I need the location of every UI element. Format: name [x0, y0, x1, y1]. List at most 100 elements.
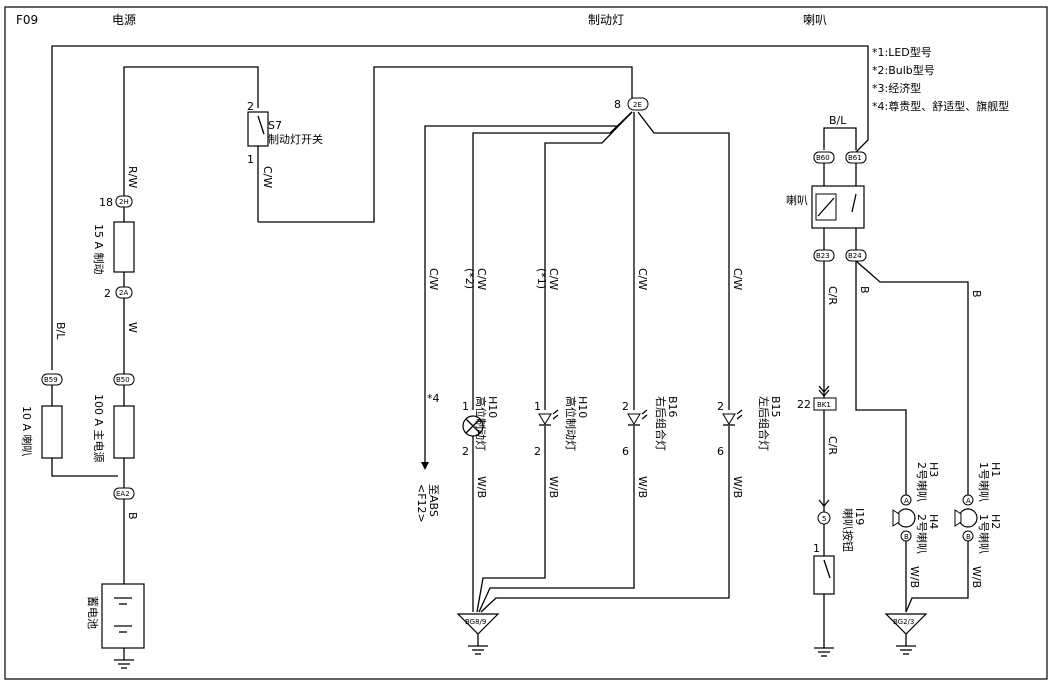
wire-wb-h1 — [905, 541, 969, 613]
i19-id: I19 — [853, 508, 866, 525]
b16-pin-top: 2 — [622, 400, 629, 413]
h10-led-id: H10 — [576, 396, 589, 418]
conn-b23-label: B23 — [816, 252, 830, 260]
h10-led-note: (*1) — [535, 268, 548, 289]
b15-wire: C/W — [731, 268, 744, 290]
h3-id: H3 — [927, 462, 940, 477]
h10-bulb-note: (*2) — [463, 268, 476, 289]
wire-wb-h10-led — [476, 426, 546, 613]
relay-coil-diagonal — [817, 197, 835, 217]
wire-h10-bulb — [472, 111, 633, 410]
conn-b61-label: B61 — [848, 154, 862, 162]
conn-bk1-pin: 22 — [797, 398, 811, 411]
conn-2h-pin: 18 — [99, 196, 113, 209]
ground-bg89-label: BG8/9 — [465, 618, 486, 626]
arrow-down-icon — [818, 499, 830, 508]
wire-cw-switch-out — [258, 66, 633, 223]
arrow-down-icon — [818, 389, 830, 398]
conn-b24-label: B24 — [848, 252, 862, 260]
h3-pin-b-label: B — [904, 533, 909, 541]
abs-note: *4 — [427, 392, 440, 405]
h1-name: 1号喇叭 — [977, 462, 991, 502]
s7-pin-top: 2 — [247, 100, 254, 113]
abs-wire-label: C/W — [427, 268, 440, 290]
ground-icon — [814, 647, 834, 657]
wire-wb-b15 — [480, 426, 730, 613]
note-3: *3:经济型 — [872, 81, 921, 95]
h1-pin-a-label: A — [966, 497, 971, 505]
note-1: *1:LED型号 — [872, 45, 932, 59]
fuse-100a-label: 100 A 主电源 — [92, 394, 106, 463]
h1-pin-b-label: B — [966, 533, 971, 541]
wire-w-label: W — [126, 322, 139, 333]
h3-wire-out: W/B — [908, 566, 921, 588]
h10-led-pin-bottom: 2 — [534, 445, 541, 458]
fuse-15a — [113, 221, 135, 273]
ground-icon — [896, 645, 916, 655]
h2-id: H2 — [989, 514, 1002, 529]
wire-h10-led — [544, 111, 633, 410]
arrow-down-icon — [421, 462, 429, 470]
b15-name: 左后组合灯 — [757, 396, 771, 451]
wire-b15 — [637, 111, 730, 410]
s7-id: S7 — [268, 119, 282, 132]
h10-bulb-id: H10 — [486, 396, 499, 418]
abs-dest-1: 至ABS — [427, 484, 440, 517]
wire-b-horn-1-label: B — [858, 286, 871, 294]
horn-bl-label: B/L — [829, 114, 847, 127]
horn-speaker-icon — [892, 508, 916, 528]
i19-name: 喇叭按钮 — [841, 508, 855, 552]
ground-bg23-label: BG2/3 — [893, 618, 914, 626]
wire-rw — [123, 66, 259, 196]
led-icon — [627, 409, 648, 426]
h10-bulb-wire: C/W — [475, 268, 488, 290]
h3-pin-a-label: A — [904, 497, 909, 505]
conn-2a-label: 2A — [119, 289, 128, 297]
b16-wire: C/W — [636, 268, 649, 290]
h10-bulb-pin-top: 1 — [462, 400, 469, 413]
wire-b-horn-2-label: B — [970, 290, 983, 298]
arrow-down-icon — [818, 385, 830, 394]
conn-bk1 — [813, 397, 837, 411]
fuse-10a-label: 10 A 喇叭 — [20, 406, 34, 457]
ground-icon — [468, 645, 488, 655]
battery — [101, 583, 145, 649]
b15-pin-bottom: 6 — [717, 445, 724, 458]
battery-label: 蓄电池 — [86, 596, 99, 629]
section-horn: 喇叭 — [803, 12, 827, 27]
led-icon — [722, 409, 743, 426]
horn-circuit: B/L B60 B61 喇叭 B23 B24 C/R BK1 22 C/R 5 … — [786, 114, 1002, 657]
h10-bulb-name: 高位制动灯 — [474, 396, 488, 451]
section-power: 电源 — [112, 13, 136, 27]
b16-name: 右后组合灯 — [654, 396, 668, 451]
h1-pin-a — [962, 494, 974, 506]
ground-icon — [114, 659, 134, 669]
wire-horn-bl — [823, 127, 857, 150]
s7-wire: C/W — [261, 166, 274, 188]
fuse-15a-label: 15 A 制动 — [92, 224, 105, 275]
conn-2a-pin: 2 — [104, 287, 111, 300]
fuse-10a — [41, 405, 63, 459]
horn-button-contact — [823, 559, 831, 579]
conn-bk1-label: BK1 — [817, 401, 831, 409]
h10-led-name: 高位制动灯 — [564, 396, 578, 451]
h3-name: 2号喇叭 — [915, 462, 929, 502]
wire-b-horn-2 — [855, 260, 969, 496]
wire-cr-label: C/R — [826, 286, 839, 305]
wire-fuse10-ea2 — [51, 458, 118, 477]
horn-relay-label: 喇叭 — [786, 193, 808, 207]
notes-block: *1:LED型号 *2:Bulb型号 *3:经济型 *4:尊贵型、舒适型、旗舰型 — [872, 45, 1009, 113]
i19-pin: 1 — [813, 542, 820, 555]
b15-wire-out: W/B — [731, 476, 744, 498]
wire-cr-2-label: C/R — [826, 436, 839, 455]
h1-id: H1 — [989, 462, 1002, 477]
conn-b50-label: B50 — [116, 376, 130, 384]
diagram-frame — [4, 6, 1048, 680]
s7-name: 制动灯开关 — [268, 132, 323, 146]
wire-rw-label: R/W — [126, 166, 139, 188]
h1-wire-out: W/B — [970, 566, 983, 588]
h4-name: 2号喇叭 — [915, 514, 929, 554]
h2-name: 1号喇叭 — [977, 514, 991, 554]
b15-id: B15 — [769, 396, 782, 418]
